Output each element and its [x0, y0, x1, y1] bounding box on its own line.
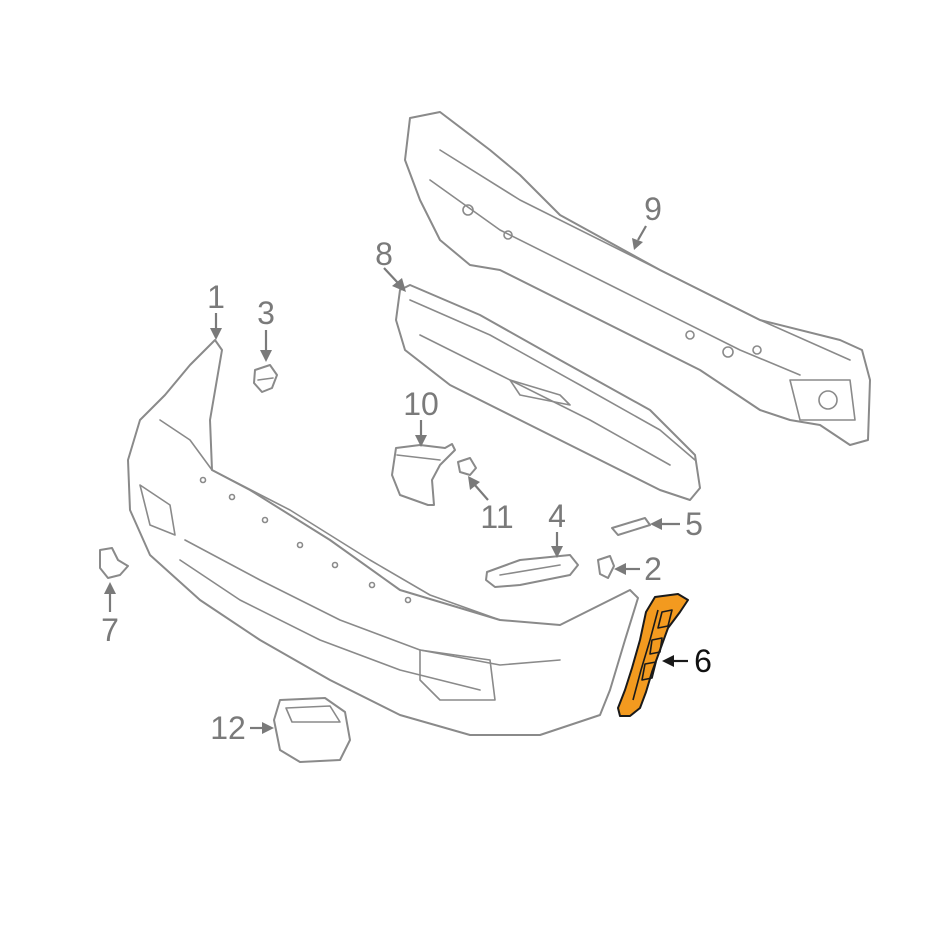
- part-10-bracket[interactable]: [391, 443, 456, 506]
- part-7-retainer[interactable]: [99, 547, 129, 579]
- part-11-clip[interactable]: [457, 457, 477, 476]
- part-3-clip[interactable]: [253, 364, 278, 393]
- callout-7[interactable]: 7: [101, 612, 119, 648]
- callout-9[interactable]: 9: [644, 191, 662, 227]
- callout-1[interactable]: 1: [207, 279, 225, 315]
- callout-10[interactable]: 10: [403, 386, 439, 422]
- callout-3[interactable]: 3: [257, 295, 275, 331]
- part-6-side-bracket-highlighted[interactable]: [617, 593, 689, 717]
- part-9-reinforcement-bar[interactable]: [404, 111, 871, 446]
- part-8-energy-absorber[interactable]: [395, 284, 701, 501]
- part-2-clip[interactable]: [597, 555, 615, 579]
- part-1-bumper-cover[interactable]: [127, 339, 639, 736]
- callout-8[interactable]: 8: [375, 236, 393, 272]
- callout-2[interactable]: 2: [644, 551, 662, 587]
- callout-5[interactable]: 5: [685, 506, 703, 542]
- callout-11[interactable]: 11: [480, 499, 514, 535]
- callout-12[interactable]: 12: [210, 710, 246, 746]
- callout-4[interactable]: 4: [548, 498, 566, 534]
- leader-arrows: [104, 225, 688, 734]
- part-5-bracket[interactable]: [611, 517, 651, 536]
- part-12-fog-lamp-cover[interactable]: [273, 697, 351, 763]
- callout-6-highlighted[interactable]: 6: [694, 643, 712, 679]
- part-4-bracket[interactable]: [485, 554, 579, 588]
